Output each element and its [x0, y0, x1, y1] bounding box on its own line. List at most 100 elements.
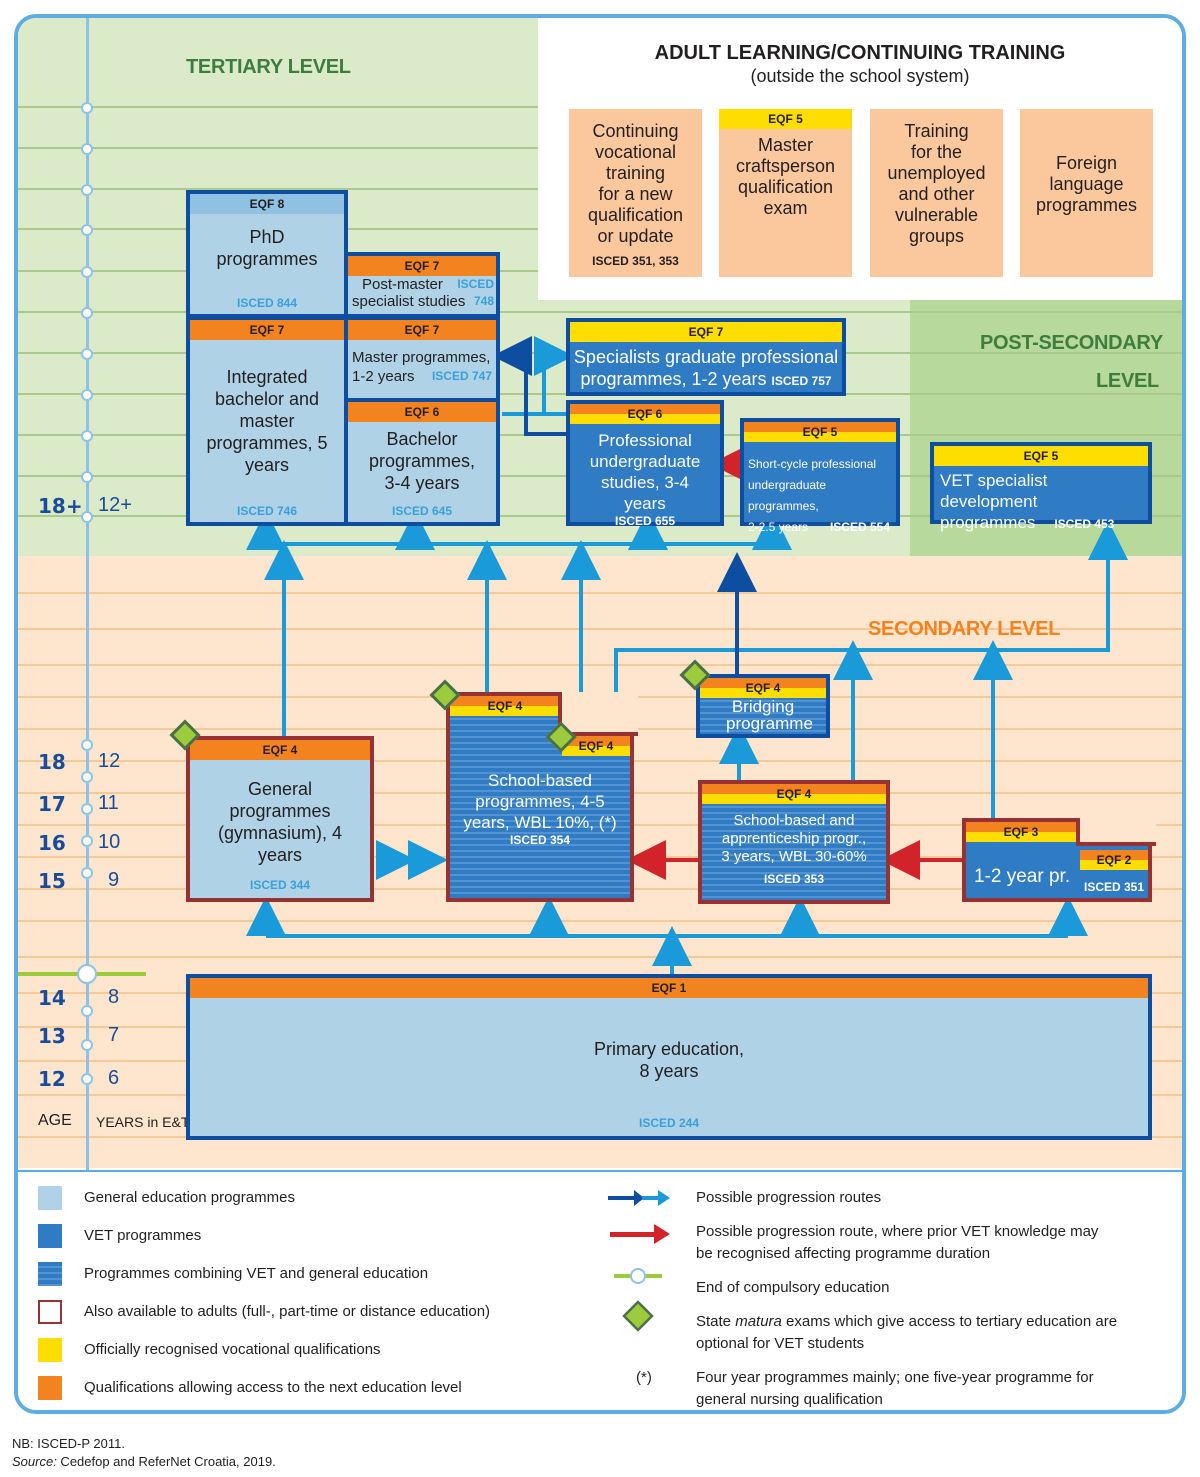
source-text: Cedefop and ReferNet Croatia, 2019. — [56, 1454, 276, 1469]
adult-box-line: groups — [908, 226, 965, 246]
post-master-box: EQF 7 Post-master specialist studies ISC… — [344, 252, 500, 318]
vet-specialist-box: EQF 5 VET specialist development program… — [930, 442, 1152, 532]
eqf-label: EQF 1 — [190, 978, 1148, 998]
bachelor-programmes-box: EQF 6 Bachelor programmes, 3-4 years ISC… — [344, 398, 500, 526]
legend-text: Possible progression route, where prior … — [696, 1223, 1099, 1240]
axis-node — [81, 224, 93, 236]
adult-box-line: Master — [757, 135, 813, 155]
adult-box-line: vulnerable — [894, 205, 979, 225]
compulsory-end-node — [77, 964, 97, 984]
eqf-label: EQF 4 — [562, 736, 630, 756]
adult-box-line: Foreign — [1055, 153, 1118, 173]
axis-node — [81, 1073, 93, 1085]
programme-title: 1-2 years — [352, 368, 415, 385]
specialist-graduate-box: EQF 7 Specialists graduate professional … — [566, 318, 846, 396]
programme-title: programmes — [940, 513, 1036, 532]
secondary-level-title: SECONDARY LEVEL — [868, 618, 1061, 640]
eqf-label: EQF 8 — [190, 194, 344, 214]
axis-node — [81, 1039, 93, 1051]
programme-title: PhD programmes — [216, 227, 318, 269]
age-label: 14 — [38, 986, 66, 1010]
footnote-source: Source: Cedefop and ReferNet Croatia, 20… — [12, 1454, 276, 1469]
red-arrow-icon — [610, 1224, 670, 1244]
adult-swatch-icon — [38, 1300, 62, 1324]
programme-title: Post-master — [362, 276, 443, 293]
adult-box-line: Continuing — [592, 121, 679, 141]
years-label: 9 — [108, 869, 120, 891]
axis-node — [81, 739, 93, 751]
eqf-label: EQF 5 — [744, 422, 896, 442]
programme-title: programmes, 1-2 years — [580, 369, 767, 389]
adult-box-master-craftsperson: EQF 5 Master craftsperson qualification … — [719, 109, 852, 277]
bridging-programme-box: EQF 4 Bridging programme — [696, 674, 830, 738]
years-label: 7 — [108, 1024, 120, 1046]
master-programmes-box: EQF 7 Master programmes, 1-2 years ISCED… — [344, 316, 500, 402]
adult-box-line: Training — [904, 121, 969, 141]
years-label: 12 — [98, 750, 121, 772]
adult-box-line: training — [605, 163, 666, 183]
programme-title: 2-2.5 years — [748, 520, 809, 534]
axis-node — [81, 803, 93, 815]
adult-box-line: for a new — [598, 184, 673, 204]
isced-code: ISCED 351 — [1083, 880, 1145, 894]
axis-node — [81, 511, 93, 523]
progression-arrows — [246, 336, 1128, 974]
programme-title: Bridging programme — [726, 697, 813, 733]
adult-learning-title: ADULT LEARNING/CONTINUING TRAINING — [654, 42, 1066, 64]
legend-item: Also available to adults (full-, part-ti… — [84, 1303, 491, 1320]
legend-icons — [608, 1190, 670, 1332]
programme-title: 8 years — [639, 1061, 699, 1081]
isced-code: ISCED 344 — [249, 878, 311, 892]
adult-box-line: for the — [910, 142, 963, 162]
eqf-label: EQF 7 — [570, 322, 842, 342]
arrow-prof-to-master — [492, 336, 566, 436]
years-label: 6 — [108, 1067, 120, 1089]
years-label: 12+ — [98, 494, 132, 516]
years-label: 8 — [108, 986, 120, 1008]
isced-code: ISCED 746 — [236, 504, 298, 518]
eqf-label: EQF 4 — [190, 740, 370, 760]
age-label: 16 — [38, 831, 66, 855]
eqf-label: EQF 2 — [1080, 850, 1148, 870]
legend-item: Officially recognised vocational qualifi… — [84, 1341, 381, 1358]
adult-box-line: language — [1049, 174, 1124, 194]
programme-title: specialist studies — [352, 293, 466, 310]
legend-item: Programmes combining VET and general edu… — [84, 1265, 429, 1282]
age-axis-title: AGE — [38, 1112, 72, 1129]
post-secondary-level-title: POST-SECONDARY — [980, 332, 1163, 354]
legend-text: State — [696, 1313, 736, 1330]
legend-item: VET programmes — [84, 1227, 202, 1244]
adult-box-line: exam — [763, 198, 808, 218]
integrated-programmes-box: EQF 7 Integrated bachelor and master pro… — [186, 316, 348, 526]
adult-box-line: qualification — [737, 177, 834, 197]
isced-code: ISCED 645 — [391, 504, 453, 518]
post-secondary-level-title-2: LEVEL — [1096, 370, 1159, 392]
programme-title: Bachelor programmes, 3-4 years — [368, 429, 476, 493]
isced-code: ISCED 354 — [509, 833, 571, 847]
isced-code: 748 — [473, 294, 494, 308]
isced-code: ISCED 244 — [638, 1116, 700, 1130]
apprenticeship-programmes-box: EQF 4 School-based and apprenticeship pr… — [698, 780, 890, 904]
programme-title: Specialists graduate professional — [573, 347, 839, 367]
programme-title: Master programmes, — [352, 349, 491, 366]
source-label: Source: — [12, 1454, 57, 1469]
adult-box-line: unemployed — [887, 163, 986, 183]
isced-code: ISCED 757 — [771, 374, 832, 388]
axis-node — [81, 184, 93, 196]
arrow-to-vet-specialist — [614, 520, 1128, 744]
age-label: 18+ — [38, 494, 83, 518]
isced-code: ISCED 351, 353 — [592, 254, 679, 268]
eqf-label: EQF 6 — [570, 404, 720, 424]
adult-box-line: and other — [898, 184, 975, 204]
age-label: 13 — [38, 1024, 66, 1048]
legend-text: general nursing qualification — [696, 1391, 883, 1408]
axis-node — [81, 307, 93, 319]
programme-title: Professional undergraduate studies, 3-4 … — [589, 431, 701, 513]
axis-node — [81, 102, 93, 114]
legend-item: State matura exams which give access to … — [696, 1312, 1117, 1354]
general-programmes-box: EQF 4 General programmes (gymnasium), 4 … — [186, 736, 374, 902]
adult-box-unemployed: Training for the unemployed and other vu… — [870, 109, 1003, 277]
years-label: 10 — [98, 831, 121, 853]
axis-node — [81, 348, 93, 360]
professional-undergraduate-box: EQF 6 Professional undergraduate studies… — [566, 400, 724, 528]
